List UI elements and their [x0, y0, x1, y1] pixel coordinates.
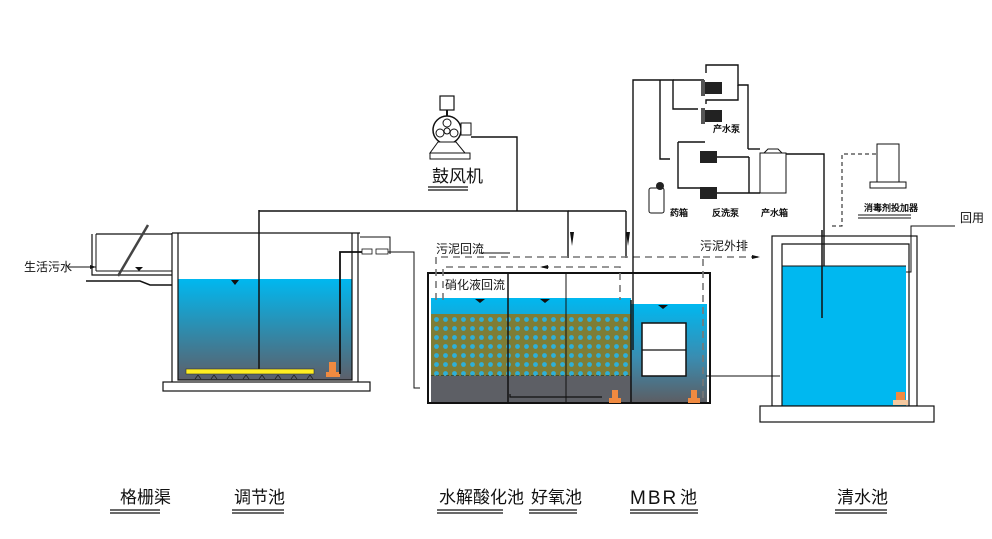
blower-label: 鼓风机 — [432, 167, 483, 187]
disinfectant-doser — [830, 143, 907, 227]
product-pumps — [701, 80, 722, 124]
sludge-return-label: 污泥回流 — [436, 242, 484, 256]
screen-channel — [86, 224, 172, 286]
backwash-pump-label: 反洗泵 — [712, 207, 740, 219]
unit-labels: 格栅渠 调节池 水解酸化池 好氧池 MBR 池 清水池 — [110, 488, 888, 514]
diffusers — [194, 374, 314, 380]
chemical-tank-label: 药箱 — [670, 207, 688, 219]
mbr-pipework — [632, 64, 825, 350]
lift-pump — [326, 362, 340, 377]
bar-screen — [116, 224, 150, 277]
label-mbr-suffix: 池 — [680, 488, 697, 508]
product-pump-label: 产水泵 — [713, 123, 741, 135]
inlet-label: 生活污水 — [24, 260, 72, 274]
disinfectant-doser-label: 消毒剂投加器 — [864, 202, 919, 214]
chemical-tank — [648, 182, 665, 214]
backwash-pumps — [700, 151, 717, 199]
clear-water-tank — [759, 225, 955, 423]
label-aerobic-tank: 好氧池 — [531, 488, 582, 508]
bio-tanks — [427, 272, 780, 404]
air-pipe — [259, 136, 627, 258]
bio-pumps — [609, 390, 700, 403]
blower — [429, 95, 472, 160]
aerator-bar — [185, 368, 315, 375]
equalization-tank — [162, 210, 420, 392]
label-clear-water-tank: 清水池 — [837, 488, 888, 508]
label-hydrolysis-tank: 水解酸化池 — [439, 488, 524, 508]
clear-water-pump — [893, 392, 908, 405]
product-water-tank-label: 产水箱 — [761, 207, 788, 219]
label-screen-channel: 格栅渠 — [120, 488, 171, 508]
reuse-label: 回用 — [960, 211, 984, 225]
sludge-discharge-label: 污泥外排 — [700, 239, 748, 253]
label-equalization-tank: 调节池 — [234, 488, 285, 508]
product-water-tank — [759, 148, 787, 194]
inlet-arrow — [68, 265, 96, 269]
bio-media — [431, 314, 631, 376]
return-lines — [435, 256, 760, 400]
nitrate-return-label: 硝化液回流 — [445, 277, 505, 292]
label-mbr-tank: MBR — [630, 488, 678, 509]
